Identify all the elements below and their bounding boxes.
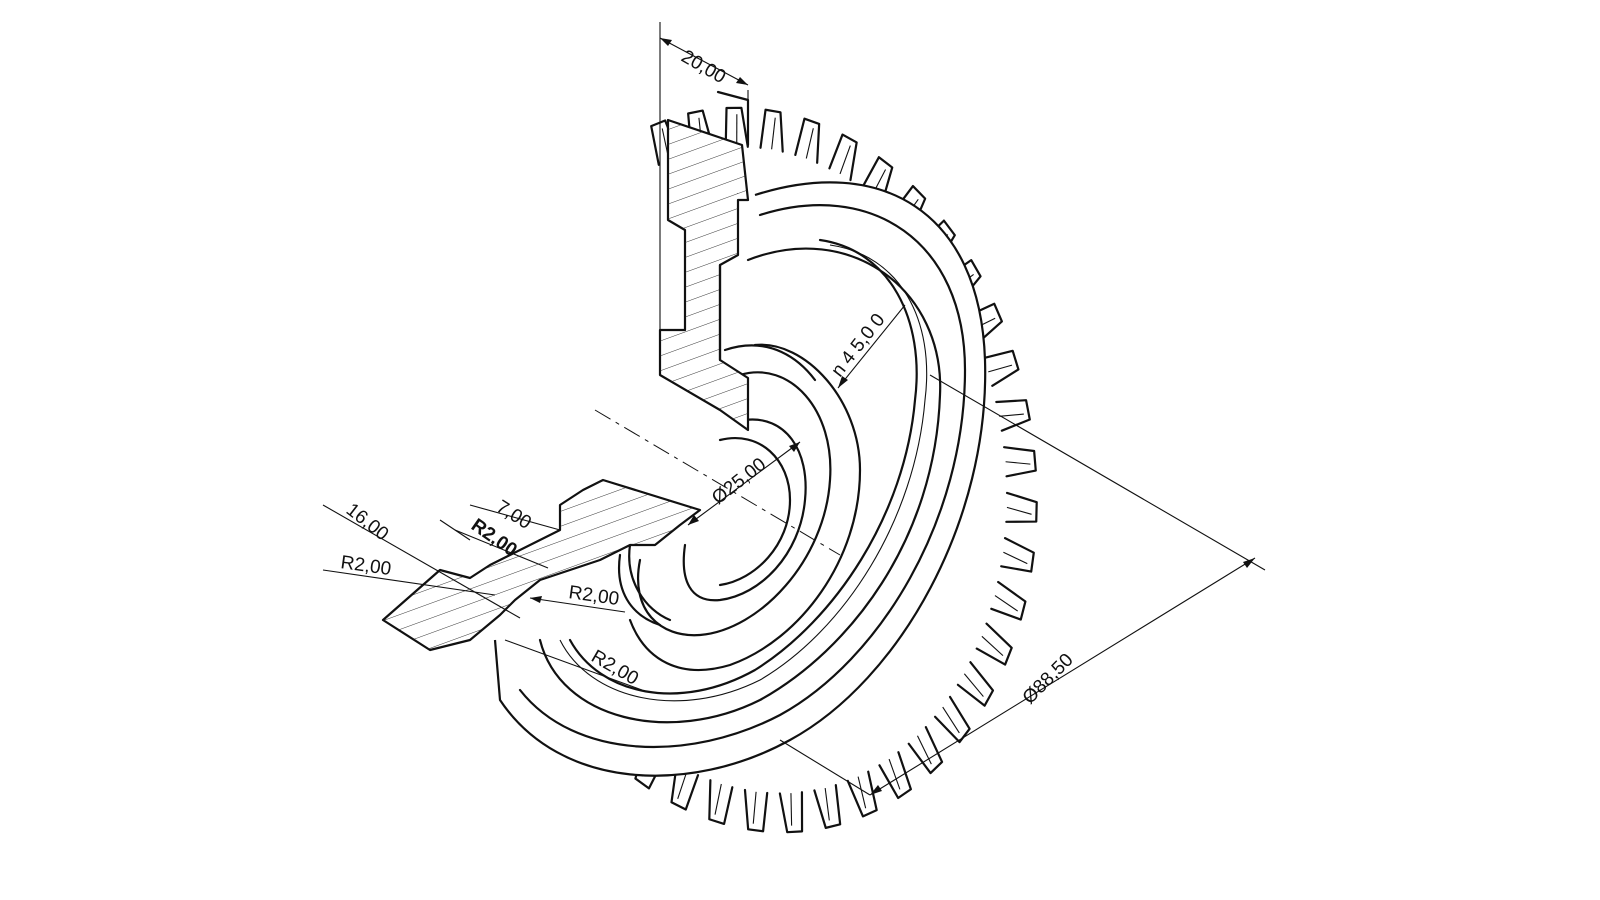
dim-r-left-label: R2,00 [339, 552, 392, 580]
gear-tooth [828, 133, 858, 182]
gear-hub-recess [723, 344, 817, 382]
dim-dia-88-label: Ø88,50 [1019, 650, 1078, 709]
gear-hub-recess-3 [628, 543, 672, 622]
gear-tooth [670, 763, 700, 811]
gear-tooth-flank [771, 117, 776, 150]
gear-web-line-1 [559, 244, 928, 702]
gear-tooth-flank [942, 706, 960, 734]
gear-hub-bore-inner [718, 437, 792, 587]
gear-tooth [813, 783, 842, 829]
gear-tooth [861, 156, 894, 205]
gear-tooth [982, 349, 1020, 387]
gear-tooth [759, 108, 784, 153]
gear-tooth-flank [981, 635, 1004, 657]
gear-tooth-flank [857, 776, 867, 809]
dim-width-20-label: 20,00 [678, 46, 730, 88]
gear-tooth-flank [988, 364, 1013, 373]
gear-tooth-flank [916, 735, 932, 765]
gear-tooth [933, 695, 971, 744]
gear-web-line-2 [568, 238, 918, 695]
gear-tooth [1003, 446, 1037, 478]
gear-tooth-flank [839, 145, 851, 175]
gear-tooth [794, 117, 821, 164]
gear-tooth [846, 770, 878, 818]
gear-tooth [1000, 537, 1035, 573]
gear-tooth [878, 751, 912, 800]
gear-tooth-flank [963, 673, 984, 697]
gear-tooth-flank [994, 595, 1019, 612]
gear-tooth-flank [790, 793, 793, 826]
gear-tooth-flank [1003, 551, 1028, 565]
dim-len-16-label: 16,00 [342, 499, 392, 545]
gear-tooth [724, 106, 749, 149]
gear-tooth [907, 726, 944, 775]
gear-tooth-flank [1005, 461, 1031, 465]
gear-rim-inner-line [518, 204, 967, 749]
gear-outer-rim [493, 181, 987, 777]
gear-hub-recess-2 [617, 553, 662, 627]
gear-teeth [600, 106, 1038, 834]
gear-tooth [956, 661, 995, 707]
gear-tooth-flank [752, 791, 757, 824]
gear-body [493, 106, 1038, 834]
gear-tooth-flank [824, 787, 830, 821]
gear-tooth-flank [888, 758, 901, 790]
gear-tooth-flank [999, 413, 1024, 417]
gear-web-inner [628, 343, 862, 672]
gear-tooth [708, 779, 734, 826]
gear-hub-bore [682, 418, 807, 602]
gear-tooth [990, 580, 1027, 621]
gear-tooth-flank [1006, 506, 1032, 515]
gear-tooth [965, 302, 1003, 344]
axis-center-line [594, 409, 841, 556]
gear-tooth-flank [805, 128, 814, 159]
gear-tooth [975, 622, 1013, 666]
gear-tooth [778, 791, 804, 834]
section-cut-top [658, 90, 750, 432]
gear-tooth [743, 788, 769, 833]
gear-tooth-flank [714, 783, 722, 815]
gear-tooth [1005, 491, 1038, 523]
